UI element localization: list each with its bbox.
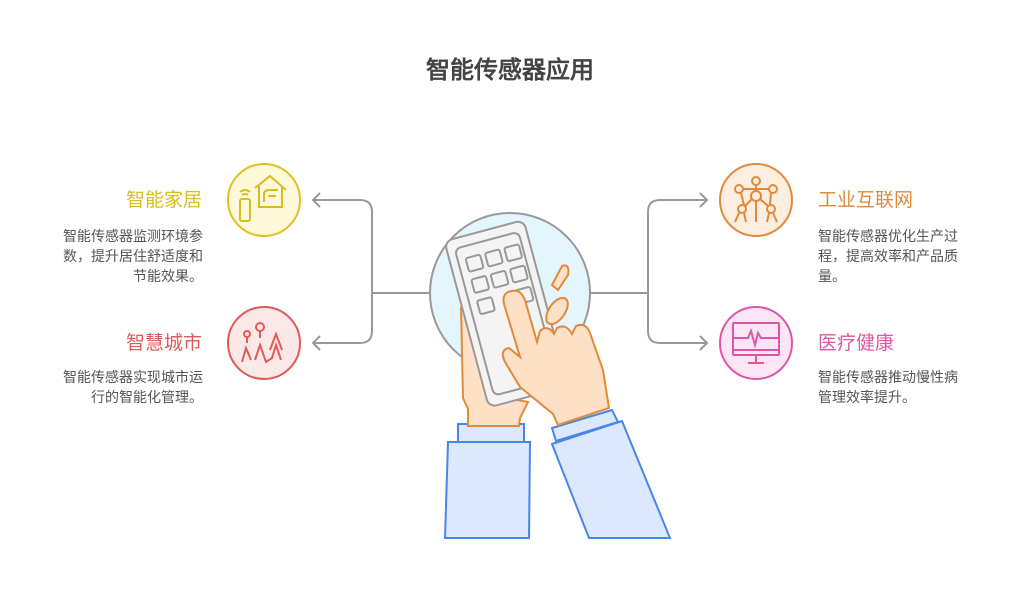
smart-home-description: 智能传感器监测环境参数，提升居住舒适度和节能效果。 bbox=[63, 229, 203, 285]
hands-holding-phone-illustration bbox=[429, 212, 672, 539]
network-molecule-icon bbox=[719, 163, 793, 237]
smart-city-title: 智慧城市 bbox=[125, 332, 202, 354]
heart-monitor-icon bbox=[719, 306, 793, 380]
iiot-description: 智能传感器优化生产过程，提高效率和产品质量。 bbox=[818, 229, 958, 285]
connector-lines bbox=[311, 192, 709, 351]
smart-home-icon bbox=[227, 163, 301, 237]
city-icon bbox=[227, 306, 301, 380]
healthcare-description: 智能传感器推动慢性病管理效率提升。 bbox=[818, 370, 958, 406]
iiot-title: 工业互联网 bbox=[818, 189, 914, 211]
page-title: 智能传感器应用 bbox=[426, 56, 594, 84]
smart-home-title: 智能家居 bbox=[125, 189, 202, 211]
smart-city-description: 智能传感器实现城市运行的智能化管理。 bbox=[63, 370, 203, 406]
healthcare-title: 医疗健康 bbox=[818, 332, 895, 354]
